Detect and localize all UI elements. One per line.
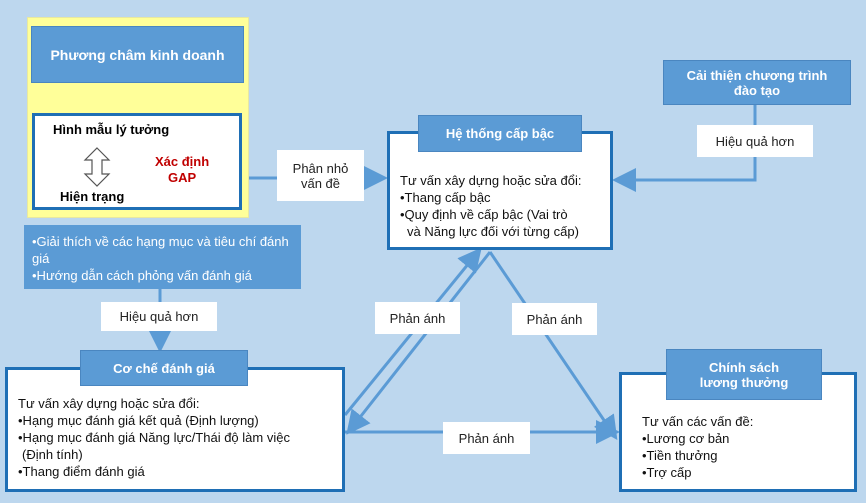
business-principle-label: Phương châm kinh doanh [50,46,225,63]
training-line: Cải thiện chương trình [686,67,828,83]
evaluation-box: Tư vấn xây dựng hoặc sửa đổi: •Hạng mục đ… [5,367,345,492]
double-arrow-icon [83,147,111,187]
ideal-model-label: Hình mẫu lý tưởng [53,122,170,137]
guidance-item: •Giải thích về các hạng mục và tiêu chí … [32,234,289,266]
evaluation-line: •Hạng mục đánh giá Năng lực/Thái độ làm … [18,430,290,445]
compensation-line: •Trợ cấp [642,465,692,480]
grade-line: •Thang cấp bậc [400,190,491,205]
arrow-grade-to-comp [488,251,618,440]
reflect-label-bottom: Phản ánh [443,422,530,454]
more-effective-label-left: Hiệu quả hơn [101,302,217,331]
compensation-title-line: Chính sách [708,359,780,375]
gap-line: Xác định [155,154,210,169]
grade-system-content: Tư vấn xây dựng hoặc sửa đổi: •Thang cấp … [400,172,610,240]
grade-line: Tư vấn xây dựng hoặc sửa đổi: [400,173,582,188]
compensation-line: Tư vấn các vấn đề: [642,414,754,429]
current-state-label: Hiện trạng [60,189,125,204]
evaluation-line: •Thang điểm đánh giá [18,464,145,479]
breakdown-line: Phân nhỏ [292,160,349,176]
guidance-item: •Hướng dẫn cách phỏng vấn đánh giá [32,268,252,283]
evaluation-line: •Hạng mục đánh giá kết quả (Định lượng) [18,413,259,428]
compensation-line: •Tiền thưởng [642,448,718,463]
evaluation-line: Tư vấn xây dựng hoặc sửa đổi: [18,396,200,411]
evaluation-content: Tư vấn xây dựng hoặc sửa đổi: •Hạng mục đ… [18,395,342,480]
more-effective-label-right: Hiệu quả hơn [697,125,813,157]
training-line: đào tạo [733,82,781,98]
guidance-box: •Giải thích về các hạng mục và tiêu chí … [24,225,301,289]
compensation-title-line: lương thưởng [699,374,789,390]
evaluation-title: Cơ chế đánh giá [80,350,248,386]
compensation-line: •Lương cơ bản [642,431,730,446]
grade-line: •Quy định về cấp bậc (Vai trò [400,207,568,222]
reflect-label-right: Phản ánh [512,303,597,335]
compensation-content: Tư vấn các vấn đề: •Lương cơ bản •Tiền thư… [642,413,854,481]
arrow-grade-to-eval [346,251,492,435]
grade-system-title: Hệ thống cấp bậc [418,115,582,152]
reflect-label-left: Phản ánh [375,302,460,334]
gap-line: GAP [168,170,197,185]
grade-line: và Năng lực đối với từng cấp) [407,224,579,239]
evaluation-line: (Định tính) [22,447,83,462]
breakdown-line: vấn đề [300,175,341,191]
business-principle-box: Phương châm kinh doanh [31,26,244,83]
